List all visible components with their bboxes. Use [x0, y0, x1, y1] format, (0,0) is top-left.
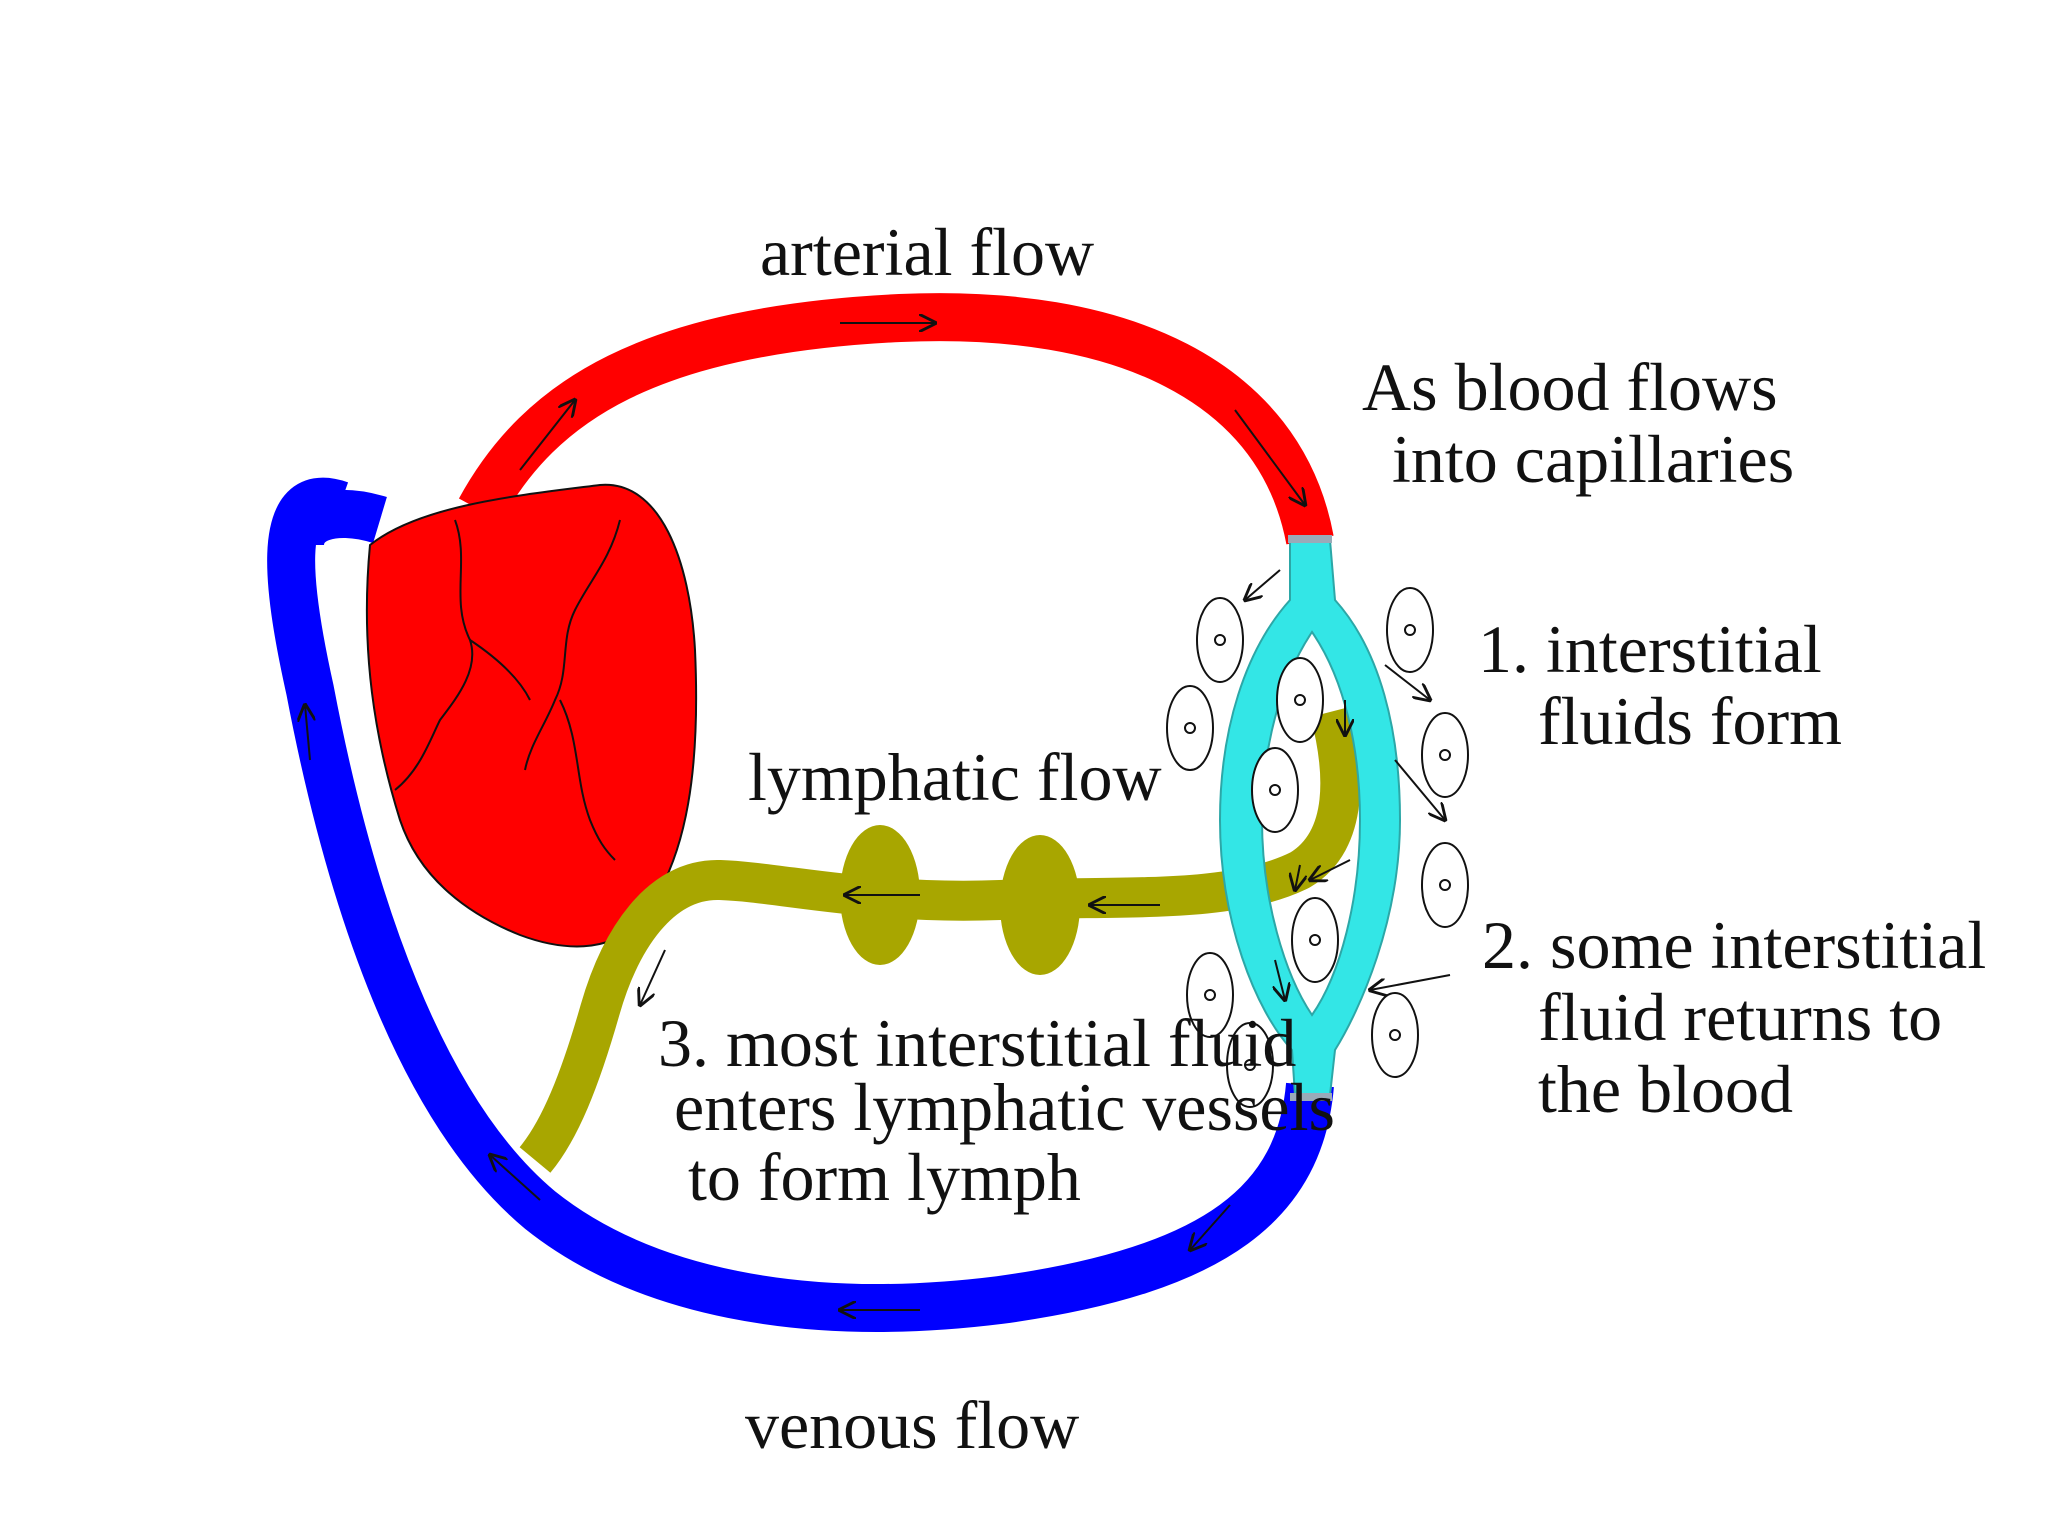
- lymphatic-flow-label: lymphatic flow: [748, 739, 1162, 815]
- tissue-cell-nuclei: [1184, 624, 1451, 1071]
- arterial-arrow-2: [519, 400, 575, 471]
- heart-vessel-1: [394, 519, 474, 791]
- capillary-arrow-2: [1384, 664, 1430, 700]
- heart-vessel-4: [469, 639, 531, 701]
- capillaries-label-line2: into capillaries: [1392, 421, 1794, 497]
- step2-label-line2: fluid returns to: [1538, 979, 1942, 1055]
- capillary-arrow-5: [1370, 974, 1451, 990]
- arterial-arrow-3: [1234, 409, 1305, 505]
- arterial-flow-label: arterial flow: [760, 214, 1094, 290]
- step2-label-line1: 2. some interstitial: [1482, 907, 1986, 983]
- venous-arrow-2: [490, 1155, 541, 1201]
- lymph-arrow-4: [1295, 864, 1300, 890]
- capillary-arrow-1: [1245, 569, 1281, 600]
- capillaries-label-line1: As blood flows: [1362, 349, 1778, 425]
- capillary-cap-bottom: [1290, 1093, 1332, 1101]
- venous-flow-label: venous flow: [745, 1387, 1079, 1463]
- heart-vessel-3: [559, 699, 616, 861]
- lymph-arrow-5: [640, 949, 666, 1005]
- venous-vessel: [267, 477, 1334, 1332]
- lymph-node-2: [1000, 835, 1080, 975]
- heart-vessel-2: [524, 519, 621, 771]
- capillary-arrow-3: [1394, 759, 1445, 820]
- capillary-arrow-6: [1275, 959, 1285, 1000]
- capillary-cap-top: [1288, 535, 1332, 543]
- step3-label-line1: 3. most interstitial fluid: [658, 1005, 1296, 1081]
- heart-shape: [365, 483, 698, 948]
- step1-label-line2: fluids form: [1538, 683, 1842, 759]
- step3-label-line2: enters lymphatic vessels: [674, 1069, 1335, 1145]
- arterial-vessel: [458, 293, 1334, 545]
- step2-label-line3: the blood: [1538, 1051, 1793, 1127]
- capillary-arrow-4: [1310, 859, 1351, 880]
- step1-label-line1: 1. interstitial: [1478, 611, 1822, 687]
- venous-vessel-top: [276, 490, 387, 548]
- venous-arrow-4: [1190, 1204, 1231, 1250]
- flow-arrows: [305, 323, 1451, 1310]
- step3-label-line3: to form lymph: [688, 1139, 1081, 1215]
- venous-arrow-1: [305, 705, 310, 761]
